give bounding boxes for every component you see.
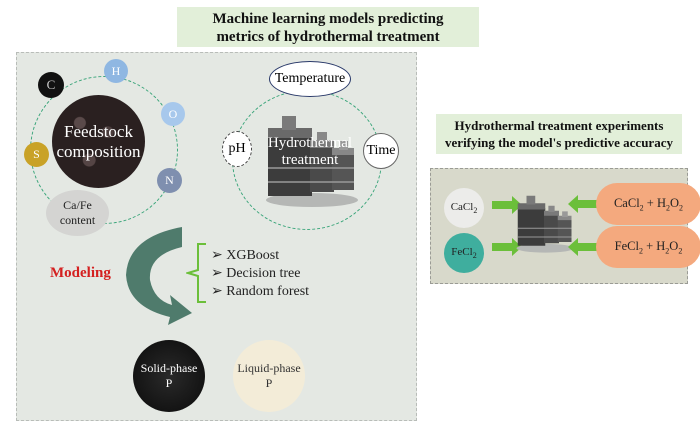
arrow-right-1-icon: [492, 196, 522, 214]
ph-param: pH: [222, 131, 252, 167]
feedstock-label-1: Feedstock: [64, 121, 133, 141]
main-title: Machine learning models predicting metri…: [177, 7, 479, 47]
fecl2-input-circle: FeCl2: [444, 233, 484, 273]
element-o-icon: O: [161, 102, 185, 126]
reactor-icon: [266, 116, 358, 207]
element-n-icon: N: [157, 168, 182, 193]
model-item-random-forest: ➢ Random forest: [211, 284, 310, 299]
cacl2-h2o2-reagent: CaCl2 + H2O2: [596, 183, 700, 225]
element-h-icon: H: [104, 59, 128, 83]
fecl2-h2o2-reagent: FeCl2 + H2O2: [596, 226, 700, 268]
experiment-reactor-icon: [516, 195, 574, 253]
models-bracket-icon: [186, 243, 206, 303]
arrow-right-2-icon: [492, 238, 522, 256]
main-title-line1: Machine learning models predicting: [212, 11, 444, 27]
liquid-phase-p-circle: Liquid-phase P: [233, 340, 305, 412]
modeling-label: Modeling: [50, 265, 111, 281]
cacl2-input-circle: CaCl2: [444, 188, 484, 228]
arrow-left-2-icon: [568, 238, 598, 256]
modeling-curved-arrow-icon: [126, 227, 192, 325]
hydrothermal-label: Hydrothermal treatment: [267, 135, 353, 168]
feedstock-composition-circle: Feedstock composition: [52, 95, 145, 188]
main-title-line2: metrics of hydrothermal treatment: [216, 29, 440, 45]
model-list: ➢ XGBoost ➢ Decision tree ➢ Random fores…: [211, 247, 309, 301]
feedstock-label-2: composition: [56, 141, 141, 161]
arrow-left-1-icon: [568, 195, 598, 213]
element-s-icon: S: [24, 142, 49, 167]
time-param: Time: [363, 133, 399, 169]
experiment-title: Hydrothermal treatment experiments verif…: [436, 114, 682, 154]
solid-phase-p-circle: Solid-phase P: [133, 340, 205, 412]
model-item-decision-tree: ➢ Decision tree: [211, 266, 301, 281]
cafe-content-circle: Ca/Fe content: [46, 190, 109, 236]
model-item-xgboost: ➢ XGBoost: [211, 248, 280, 263]
element-c-icon: C: [38, 72, 64, 98]
temperature-param: Temperature: [269, 61, 351, 97]
